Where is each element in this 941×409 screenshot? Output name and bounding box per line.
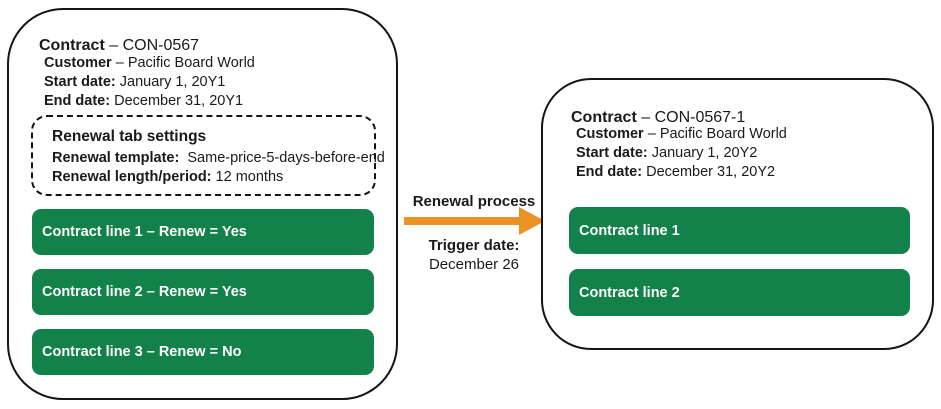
contract-line-1-bar: Contract line 1 bbox=[569, 207, 910, 254]
source-contract-title: Contract – CON-0567 bbox=[39, 37, 199, 55]
customer-field: Customer – Pacific Board World bbox=[576, 126, 787, 142]
contract-id: CON-0567-1 bbox=[654, 109, 746, 127]
title-separator: – bbox=[636, 109, 655, 127]
renewal-process-label: Renewal process bbox=[412, 193, 536, 210]
renewal-arrow-shaft bbox=[404, 217, 522, 225]
renewed-contract-box: Contract – CON-0567-1 Customer – Pacific… bbox=[541, 78, 934, 350]
contract-id: CON-0567 bbox=[122, 37, 200, 55]
renewal-template-field: Renewal template: Same-price-5-days-befo… bbox=[52, 150, 385, 166]
contract-line-1-bar: Contract line 1 – Renew = Yes bbox=[32, 209, 374, 255]
title-separator: – bbox=[104, 37, 123, 55]
renewal-settings-box: Renewal tab settings Renewal template: S… bbox=[31, 115, 385, 196]
trigger-date-value: December 26 bbox=[428, 256, 520, 273]
trigger-date-label: Trigger date: bbox=[428, 237, 520, 254]
renewal-arrow-head-icon bbox=[519, 207, 545, 235]
contract-label: Contract bbox=[39, 37, 105, 55]
renewal-settings-title: Renewal tab settings bbox=[52, 128, 207, 145]
contract-line-2-bar: Contract line 2 – Renew = Yes bbox=[32, 269, 374, 315]
contract-line-2-bar: Contract line 2 bbox=[569, 269, 910, 316]
start-date-field: Start date: January 1, 20Y1 bbox=[44, 74, 226, 90]
end-date-field: End date: December 31, 20Y2 bbox=[576, 164, 776, 180]
start-date-field: Start date: January 1, 20Y2 bbox=[576, 145, 758, 161]
renewed-contract-title: Contract – CON-0567-1 bbox=[571, 109, 745, 127]
contract-line-3-bar: Contract line 3 – Renew = No bbox=[32, 329, 374, 375]
end-date-field: End date: December 31, 20Y1 bbox=[44, 93, 244, 109]
source-contract-fields: Customer – Pacific Board World Start dat… bbox=[44, 54, 255, 111]
customer-field: Customer – Pacific Board World bbox=[44, 55, 255, 71]
renewal-length-field: Renewal length/period: 12 months bbox=[52, 169, 284, 185]
renewed-contract-fields: Customer – Pacific Board World Start dat… bbox=[576, 125, 787, 182]
contract-label: Contract bbox=[571, 109, 637, 127]
source-contract-box: Contract – CON-0567 Customer – Pacific B… bbox=[7, 8, 398, 400]
